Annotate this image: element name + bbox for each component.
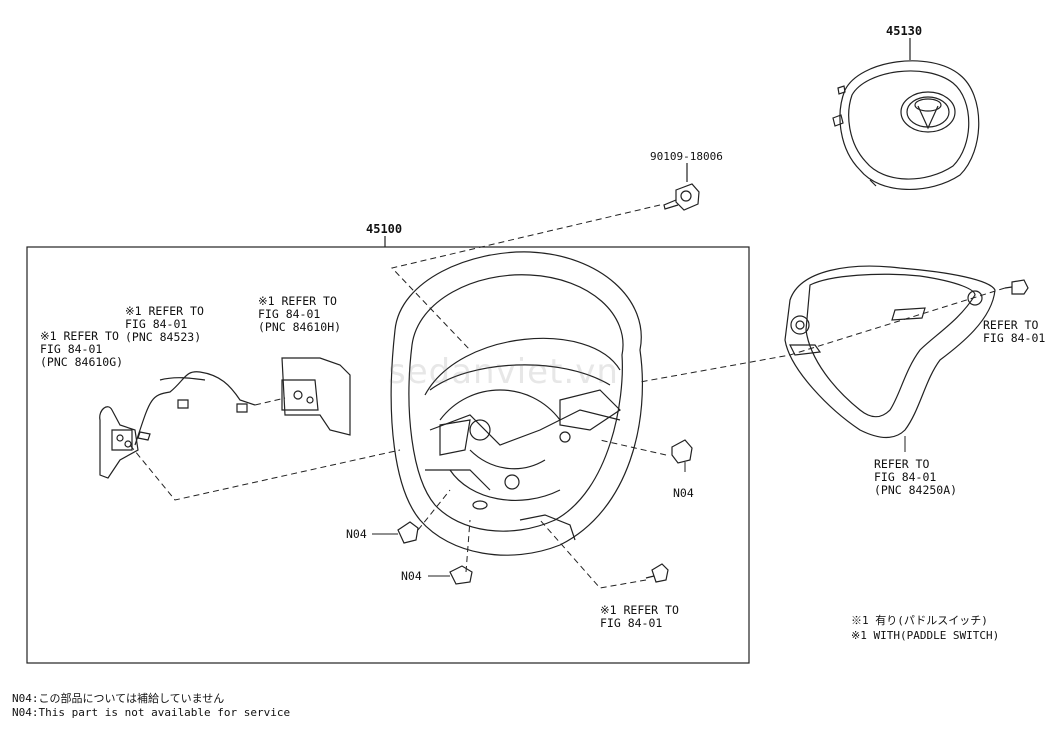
dashed-leaders: [129, 204, 1006, 589]
ref-line: FIG 84-01: [874, 470, 937, 484]
ref-line: (PNC 84610H): [258, 320, 342, 334]
ref-line: FIG 84-01: [40, 342, 103, 356]
ref-line: FIG 84-01: [258, 307, 321, 321]
steering-wheel: [390, 251, 643, 556]
watermark: sedanviet.vn: [388, 352, 619, 392]
bezel-screw: [1004, 279, 1029, 295]
part-number-bolt: 90109-18006: [650, 150, 723, 163]
ref-line: REFER TO: [983, 318, 1039, 332]
ref-right-paddle: ※1 REFER TO FIG 84-01 (PNC 84610H): [258, 295, 341, 334]
label-ticks: [372, 436, 906, 577]
ref-line: REFER TO: [874, 457, 930, 471]
ref-line: (PNC 84610G): [40, 355, 124, 369]
ref-bezel-screw: REFER TO FIG 84-01: [983, 319, 1045, 345]
assembly-frame: [26, 246, 750, 664]
airbag-pad: [832, 60, 980, 191]
n04-label-low: N04: [401, 569, 422, 583]
ref-line: FIG 84-01: [983, 331, 1046, 345]
n04-label-mid: N04: [346, 527, 367, 541]
bottom-screw: [645, 563, 669, 583]
legend-en: ※1 WITH(PADDLE SWITCH): [851, 629, 1000, 642]
wiring-harness: [134, 371, 256, 446]
left-paddle-switch: [99, 406, 139, 479]
legend-jp: ※1 有り(パドルスイッチ): [851, 614, 988, 627]
lower-bezel: [784, 265, 996, 439]
footnote-en: N04:This part is not available for servi…: [12, 706, 291, 719]
ref-line: (PNC 84523): [125, 330, 202, 344]
ref-line: FIG 84-01: [600, 616, 663, 630]
ref-line: ※1 REFER TO: [125, 304, 204, 318]
n04-label-right: N04: [673, 486, 694, 500]
footnote-jp: N04:この部品については補給していません: [12, 692, 225, 705]
ref-line: FIG 84-01: [125, 317, 188, 331]
ref-bottom-screw: ※1 REFER TO FIG 84-01: [600, 604, 679, 630]
part-number-airbag: 45130: [886, 24, 923, 38]
ref-left-paddle: ※1 REFER TO FIG 84-01 (PNC 84610G): [40, 330, 123, 369]
right-paddle-switch: [281, 357, 351, 436]
ref-bezel: REFER TO FIG 84-01 (PNC 84250A): [874, 458, 957, 497]
ref-line: (PNC 84250A): [874, 483, 958, 497]
ref-line: ※1 REFER TO: [40, 329, 119, 343]
bolt-part: [663, 183, 700, 211]
ref-line: ※1 REFER TO: [258, 294, 337, 308]
ref-line: ※1 REFER TO: [600, 603, 679, 617]
n04-plug-mid: [397, 521, 419, 544]
part-number-wheel: 45100: [366, 222, 403, 236]
n04-plug-right: [671, 439, 693, 464]
n04-plug-low: [449, 565, 473, 585]
ref-harness: ※1 REFER TO FIG 84-01 (PNC 84523): [125, 305, 204, 344]
